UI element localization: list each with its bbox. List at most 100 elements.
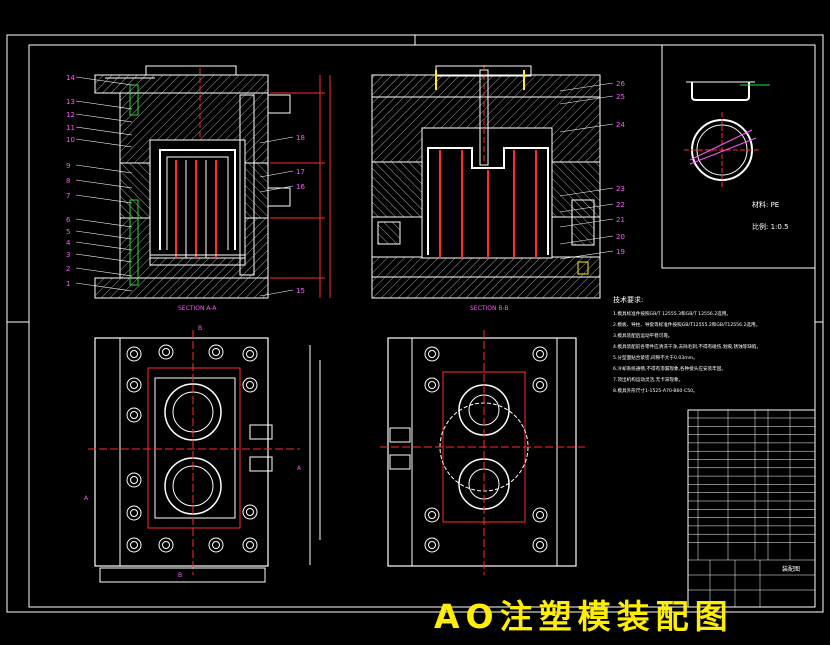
bolt-hole-inner [130, 541, 138, 549]
part-number-label: 16 [296, 183, 305, 191]
bolt-hole [242, 537, 258, 553]
leader-line [259, 136, 294, 144]
tech-requirement-line: 1.模具标准件按照GB/T 12555.3和GB/T 12556.2选用。 [613, 310, 731, 317]
leader-line [559, 218, 614, 228]
bolt-hole-inner [428, 541, 436, 549]
bolt-hole [126, 472, 142, 488]
bolt-hole-inner [130, 476, 138, 484]
part-number-label: 22 [616, 201, 625, 209]
bolt-hole [424, 346, 440, 362]
leader-line [559, 203, 614, 213]
section-marker-b-top: B [198, 325, 202, 332]
bolt-hole [126, 505, 142, 521]
bolt-hole [532, 507, 548, 523]
bolt-hole-inner [130, 350, 138, 358]
leader-line [75, 113, 133, 123]
tech-requirement-line: 8.模具外形尺寸1-1525-A70-B60-C50。 [613, 387, 698, 394]
part-number-label: 20 [616, 233, 625, 241]
bolt-hole [242, 346, 258, 362]
detail-part-view [684, 81, 770, 188]
tech-requirement-line: 6.冷却系统通畅,不得有渗漏现象,各种接头应安装牢固。 [613, 365, 726, 372]
leader-line [75, 100, 133, 110]
watermark-title: AO注塑模装配图 [434, 597, 734, 636]
bolt-hole-inner [130, 381, 138, 389]
bolt-hole-inner [162, 348, 170, 356]
leader-line [75, 282, 133, 292]
part-number-label: 26 [616, 80, 625, 88]
part-number-label: 18 [296, 134, 305, 142]
bolt-hole-inner [212, 541, 220, 549]
bolt-hole [424, 537, 440, 553]
tech-requirement-line: 4.模具装配前各零件应清洗干净,去除毛刺,不得有碰伤,划痕,锈蚀等缺陷。 [613, 343, 761, 350]
bolt-hole [208, 344, 224, 360]
part-number-label: 23 [616, 185, 625, 193]
part-number-label: 8 [66, 177, 70, 185]
leader-line [559, 123, 614, 133]
leader-line [75, 138, 133, 148]
bolt-hole [208, 537, 224, 553]
tech-requirement-line: 5.分型面贴合紧密,间隙不大于0.03mm。 [613, 354, 698, 361]
leader-line [75, 253, 133, 263]
bolt-hole-inner [536, 511, 544, 519]
bolt-hole-inner [246, 508, 254, 516]
section-bb-caption: SECTION B-B [470, 305, 509, 312]
bolt-hole-inner [428, 350, 436, 358]
bolt-hole-inner [212, 348, 220, 356]
leader-line [75, 164, 133, 174]
leader-line [559, 235, 614, 245]
part-number-label: 25 [616, 93, 625, 101]
part-number-label: 2 [66, 265, 70, 273]
inner-border [28, 44, 816, 608]
tech-requirement-line: 3.模具装配后运动平稳可靠。 [613, 332, 673, 339]
section-marker-a-right: A [297, 465, 302, 472]
bolt-hole-inner [246, 381, 254, 389]
tech-requirement-line: 2.模板、导柱、导套等标准件按照GB/T12555.2和GB/T12556.2选… [613, 321, 760, 328]
section-marker-b-bottom: B [178, 572, 182, 579]
part-number-label: 14 [66, 74, 75, 82]
bolt-hole [532, 346, 548, 362]
plan-view-left [88, 330, 321, 583]
leader-line [559, 95, 614, 105]
part-number-label: 12 [66, 111, 75, 119]
leader-line [75, 126, 133, 136]
plan-left-bolts [126, 344, 258, 553]
bolt-hole [126, 537, 142, 553]
bolt-hole-inner [536, 381, 544, 389]
bolt-hole [532, 377, 548, 393]
bolt-hole-inner [428, 511, 436, 519]
bolt-hole [532, 537, 548, 553]
bolt-hole-inner [536, 350, 544, 358]
bolt-hole [424, 507, 440, 523]
bolt-hole-inner [428, 381, 436, 389]
plan-view-right [380, 330, 585, 575]
leader-line [75, 76, 133, 86]
bolt-hole [424, 377, 440, 393]
leader-line [559, 82, 614, 92]
tech-title: 技术要求: [613, 295, 643, 304]
part-number-label: 24 [616, 121, 625, 129]
tech-requirements: 1.模具标准件按照GB/T 12555.3和GB/T 12556.2选用。 2.模… [613, 310, 761, 394]
part-number-label: 9 [66, 162, 70, 170]
leader-line [75, 218, 133, 228]
part-number-label: 7 [66, 192, 70, 200]
part-number-label: 1 [66, 280, 70, 288]
tech-requirement-line: 7.顶出机构运动灵活,无卡滞现象。 [613, 376, 683, 383]
plan-right-bolts [424, 346, 548, 553]
title-block-title: 装配图 [782, 565, 800, 573]
leader-line [559, 250, 614, 260]
detail-frame [661, 44, 816, 269]
part-number-label: 10 [66, 136, 75, 144]
detail-ratio: 比例: 1:0.5 [752, 222, 789, 231]
bolt-hole-inner [130, 411, 138, 419]
bolt-hole-inner [246, 541, 254, 549]
leader-line [259, 185, 294, 193]
section-bb-view [371, 65, 601, 299]
part-number-label: 5 [66, 228, 70, 236]
section-aa-caption: SECTION A-A [178, 305, 217, 312]
part-number-label: 4 [66, 239, 71, 247]
leader-line [75, 179, 133, 189]
leader-line [75, 241, 133, 251]
